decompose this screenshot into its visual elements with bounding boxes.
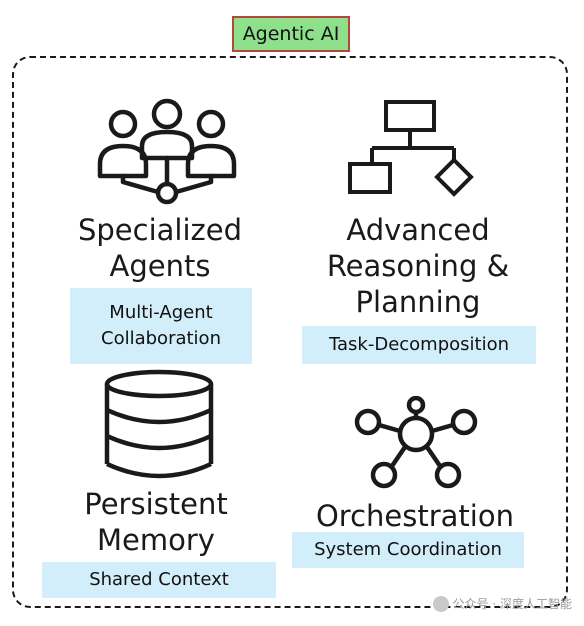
agentic-ai-label: Agentic AI xyxy=(232,16,350,52)
title-line: Agents xyxy=(109,249,211,283)
shared-context-box: Shared Context xyxy=(42,562,276,598)
hub-network-icon xyxy=(354,396,478,489)
persistent-memory-title: Persistent Memory xyxy=(56,486,256,558)
title-line: Persistent xyxy=(84,487,228,521)
wechat-icon xyxy=(432,595,449,612)
people-network-icon xyxy=(97,98,237,205)
box-line: Task-Decomposition xyxy=(328,334,510,355)
watermark-text: 公众号 · 深度人工智能 xyxy=(452,597,572,611)
title-line: Specialized xyxy=(77,213,243,247)
advanced-reasoning-planning-title: Advanced Reasoning & Planning xyxy=(300,212,536,320)
system-coordination-box: System Coordination xyxy=(292,532,524,568)
title-line: Reasoning & xyxy=(326,249,510,283)
title-line: Orchestration xyxy=(315,499,514,533)
watermark: 公众号 · 深度人工智能 xyxy=(432,595,572,612)
title-line: Memory xyxy=(97,523,215,557)
box-line: Shared Context xyxy=(89,569,229,590)
box-line: System Coordination xyxy=(314,539,502,560)
box-line: Multi-Agent xyxy=(109,302,213,323)
flowchart-icon xyxy=(348,100,474,197)
multi-agent-collaboration-box: Multi-Agent Collaboration xyxy=(70,288,252,364)
specialized-agents-title: Specialized Agents xyxy=(60,212,260,284)
title-line: Advanced xyxy=(346,213,490,247)
agentic-ai-frame xyxy=(12,56,568,608)
title-line: Planning xyxy=(355,285,481,319)
database-icon xyxy=(104,369,214,479)
orchestration-title: Orchestration xyxy=(300,498,530,534)
task-decomposition-box: Task-Decomposition xyxy=(302,326,536,364)
box-line: Collaboration xyxy=(101,328,221,349)
